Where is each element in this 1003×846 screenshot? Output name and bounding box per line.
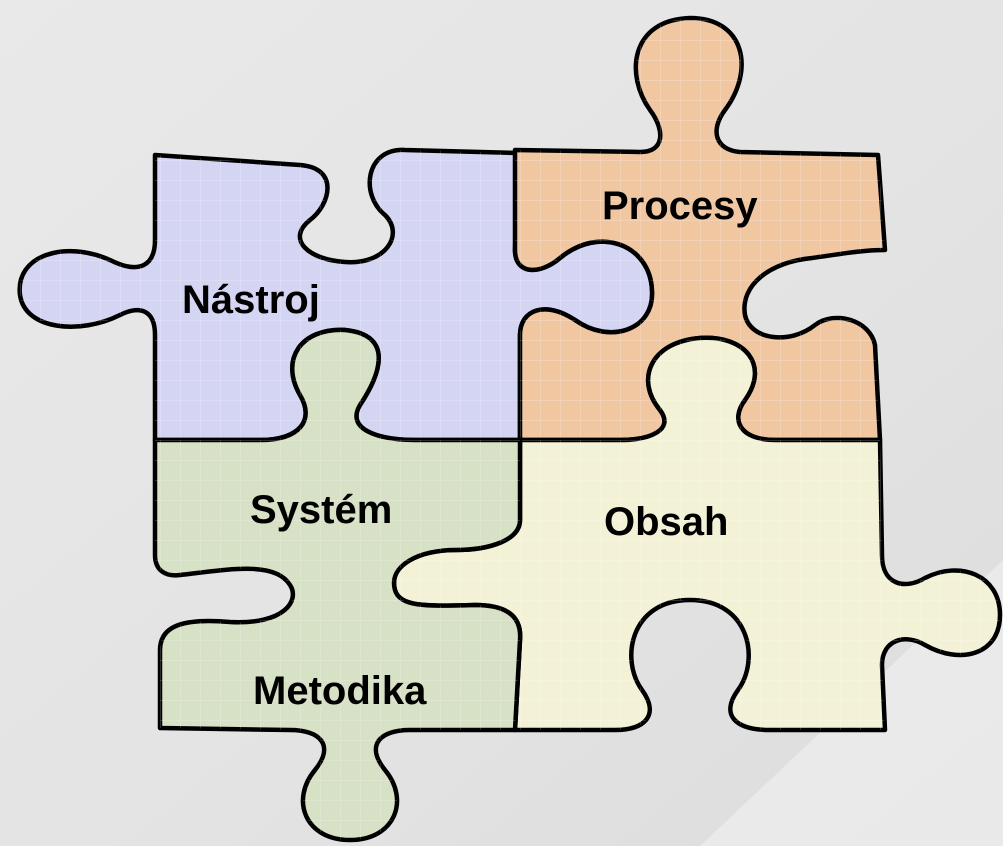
puzzle-piece-system [152,327,523,843]
puzzle-piece-nastroj [17,147,655,443]
label-system: Systém [250,488,392,532]
label-procesy: Procesy [602,184,758,228]
label-nastroj: Nástroj [182,278,320,322]
label-obsah: Obsah [604,500,728,544]
label-metodika: Metodika [253,669,427,713]
